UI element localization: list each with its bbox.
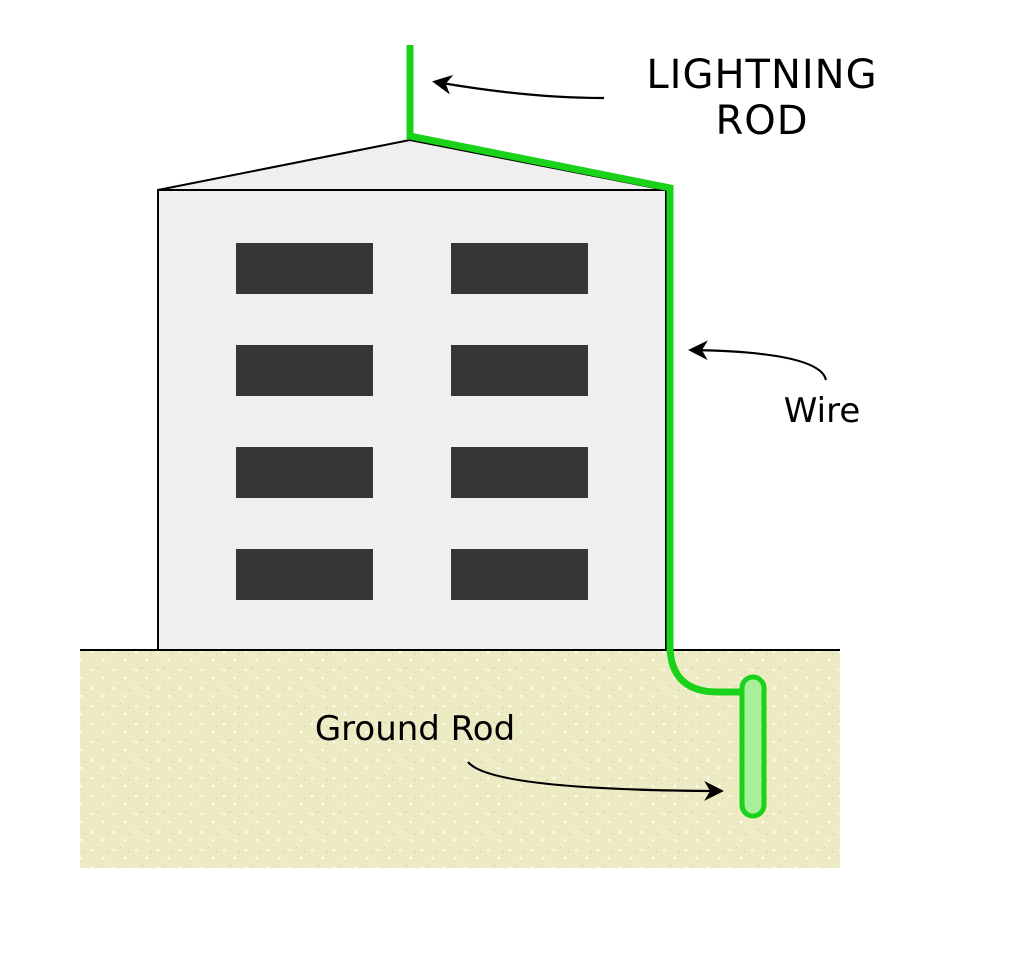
wire-pointer-arrow (688, 340, 828, 381)
building-roof (157, 139, 667, 191)
building (157, 139, 667, 651)
window-2-2 (451, 345, 588, 396)
building-wall (157, 189, 667, 651)
lightning-rod-label-line1: LIGHTNING (646, 52, 877, 98)
lightning-rod-and-wire (406, 45, 748, 696)
wire-label: Wire (784, 391, 860, 431)
window-3-1 (236, 447, 373, 498)
window-4-1 (236, 549, 373, 600)
ground-rod-label: Ground Rod (315, 709, 515, 749)
window-2-1 (236, 345, 373, 396)
ground-rod (739, 674, 767, 819)
lightning-rod-label-line2: ROD (715, 98, 808, 144)
lightning-rod-pointer-arrow (432, 74, 605, 100)
window-3-2 (451, 447, 588, 498)
ground-rod-pointer-arrow (467, 761, 724, 801)
window-1-1 (236, 243, 373, 294)
window-grid (236, 243, 588, 600)
ground (80, 649, 840, 868)
window-4-2 (451, 549, 588, 600)
window-1-2 (451, 243, 588, 294)
soil-texture (80, 650, 840, 868)
